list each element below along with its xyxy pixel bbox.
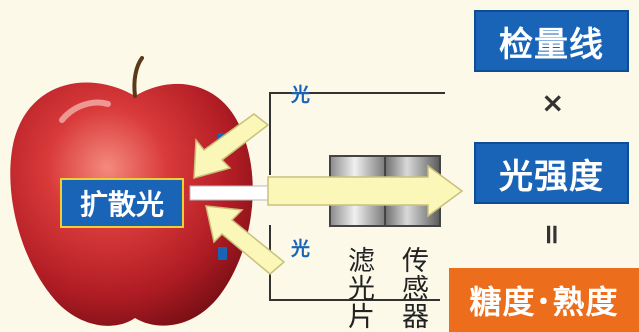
equals-operator: = — [536, 222, 570, 247]
exit-marker-icon — [218, 247, 227, 260]
light-intensity-box: 光强度 — [474, 142, 629, 204]
light-label-top: 光 — [291, 84, 311, 106]
filter-label: 滤光片 — [343, 246, 374, 330]
sugar-ripeness-box: 糖度･熟度 — [449, 268, 639, 332]
incoming-light-arrow-bottom-icon — [205, 205, 286, 275]
incoming-light-arrow-top-icon — [193, 113, 270, 180]
light-arrow-icon — [267, 164, 464, 218]
calibration-line-box: 检量线 — [474, 10, 629, 72]
light-label-bottom: 光 — [291, 238, 311, 260]
sensor-label: 传感器 — [397, 246, 428, 330]
diffused-light-label: 扩散光 — [60, 178, 184, 228]
times-operator: × — [541, 86, 565, 119]
